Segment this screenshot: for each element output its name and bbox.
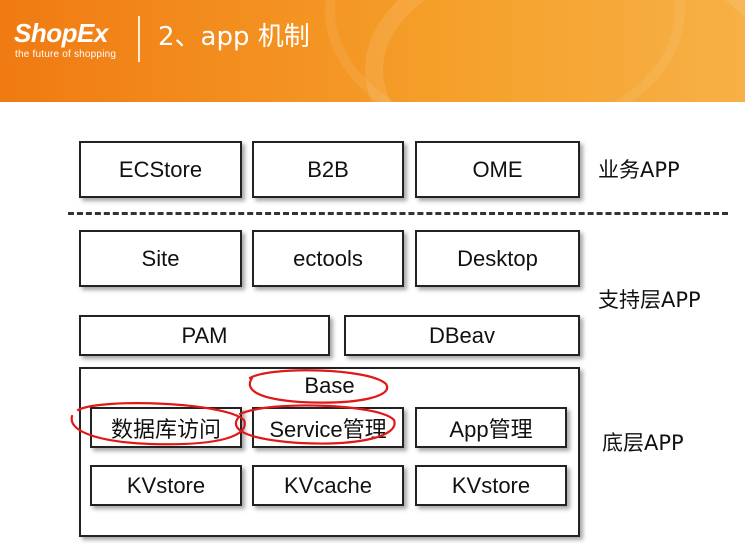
label-base-app: 底层APP [602, 431, 684, 455]
base-title: Base [304, 373, 355, 398]
logo-tagline: the future of shopping [15, 49, 117, 60]
box-desktop: Desktop [415, 230, 580, 287]
box-service-management: Service管理 [252, 407, 404, 448]
base-container [79, 367, 580, 537]
label-business-app: 业务APP [598, 158, 680, 182]
box-site: Site [79, 230, 242, 287]
header-divider [138, 16, 140, 62]
box-kvstore-2: KVstore [415, 465, 567, 506]
box-pam: PAM [79, 315, 330, 356]
layer-separator [68, 212, 728, 215]
box-ectools: ectools [252, 230, 404, 287]
box-kvcache: KVcache [252, 465, 404, 506]
box-ecstore: ECStore [79, 141, 242, 198]
box-dbeav: DBeav [344, 315, 580, 356]
label-support-app: 支持层APP [598, 288, 701, 312]
banner-decoration-2 [325, 0, 685, 102]
box-kvstore-1: KVstore [90, 465, 242, 506]
slide-title: 2、app 机制 [158, 22, 310, 52]
shopex-logo: ShopEx [14, 18, 108, 48]
box-b2b: B2B [252, 141, 404, 198]
header-banner: ShopEx the future of shopping 2、app 机制 [0, 0, 745, 102]
box-database-access: 数据库访问 [90, 407, 242, 448]
box-app-management: App管理 [415, 407, 567, 448]
box-ome: OME [415, 141, 580, 198]
